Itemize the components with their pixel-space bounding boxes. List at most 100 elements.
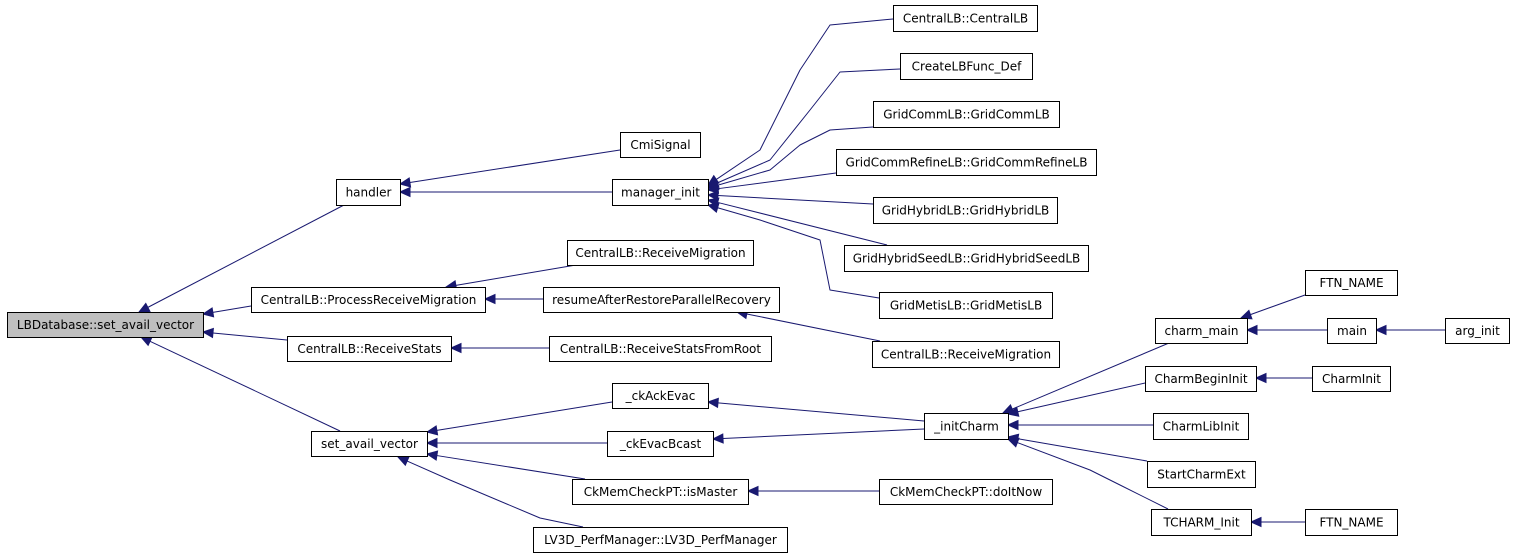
node-box[interactable] <box>836 149 1097 176</box>
node-box[interactable] <box>1145 366 1257 392</box>
node-tcharm-init[interactable]: TCHARM_Init <box>1151 509 1252 536</box>
arrowhead-icon <box>425 425 439 436</box>
node-box[interactable] <box>311 431 428 457</box>
node-box[interactable] <box>612 179 709 206</box>
edge-line <box>717 126 874 186</box>
node-handler[interactable]: handler <box>336 179 401 206</box>
arrowhead-icon <box>425 437 438 449</box>
node-box[interactable] <box>893 5 1038 32</box>
edge-ckackevac-to-set-avail-vector <box>425 401 613 436</box>
node-label: FTN_NAME <box>1319 516 1383 530</box>
edge-centrallb-processreceivemigration-to-lbdatabase-set-avail-vector <box>201 305 252 318</box>
node-charm-main[interactable]: charm_main <box>1155 318 1248 344</box>
edge-startcharmext-to-initcharm <box>1006 433 1148 462</box>
node-charminit[interactable]: CharmInit <box>1312 366 1391 392</box>
arrowhead-icon <box>201 327 214 339</box>
edge-tcharm-init-to-initcharm <box>1006 437 1169 510</box>
arrowhead-icon <box>398 177 412 188</box>
node-box[interactable] <box>533 527 788 553</box>
node-box[interactable] <box>7 312 204 338</box>
node-box[interactable] <box>879 292 1053 319</box>
node-box[interactable] <box>873 197 1058 224</box>
node-label: CentralLB::ReceiveStatsFromRoot <box>560 342 762 356</box>
node-label: charm_main <box>1165 324 1239 338</box>
node-box[interactable] <box>1312 366 1391 392</box>
node-box[interactable] <box>567 240 754 266</box>
edge-initcharm-to-ckackevac <box>706 397 925 422</box>
node-box[interactable] <box>1327 318 1377 344</box>
edge-line <box>212 332 288 341</box>
edge-line <box>436 401 613 431</box>
node-centrallb-receivemigration[interactable]: CentralLB::ReceiveMigration <box>567 240 754 266</box>
node-box[interactable] <box>1305 270 1398 296</box>
node-manager-init[interactable]: manager_init <box>612 179 709 206</box>
node-ckackevac[interactable]: _ckAckEvac <box>612 383 709 409</box>
node-label: GridCommLB::GridCommLB <box>883 108 1050 122</box>
node-box[interactable] <box>1445 318 1510 344</box>
arrowhead-icon <box>1249 516 1262 528</box>
node-box[interactable] <box>336 179 401 206</box>
edge-line <box>717 201 888 246</box>
node-box[interactable] <box>1305 509 1398 536</box>
node-box[interactable] <box>873 101 1060 128</box>
node-lv3d-perfmanager-lv3d-perfmanager[interactable]: LV3D_PerfManager::LV3D_PerfManager <box>533 527 788 553</box>
node-main[interactable]: main <box>1327 318 1377 344</box>
node-box[interactable] <box>607 431 714 457</box>
edge-cmisignal-to-handler <box>398 149 621 188</box>
arrowhead-icon <box>137 302 151 313</box>
arrowhead-icon <box>1374 324 1387 336</box>
node-gridhybridlb-gridhybridlb[interactable]: GridHybridLB::GridHybridLB <box>873 197 1058 224</box>
node-ftn-name[interactable]: FTN_NAME <box>1305 509 1398 536</box>
node-label: CharmBeginInit <box>1154 372 1247 386</box>
node-box[interactable] <box>900 53 1033 80</box>
node-centrallb-centrallb[interactable]: CentralLB::CentralLB <box>893 5 1038 32</box>
node-centrallb-receivestatsfromroot[interactable]: CentralLB::ReceiveStatsFromRoot <box>549 336 772 362</box>
node-initcharm[interactable]: _initCharm <box>924 413 1009 440</box>
node-arg-init[interactable]: arg_init <box>1445 318 1510 344</box>
node-box[interactable] <box>1147 461 1256 488</box>
node-gridhybridseedlb-gridhybridseedlb[interactable]: GridHybridSeedLB::GridHybridSeedLB <box>844 245 1089 272</box>
edge-line <box>717 195 874 205</box>
node-cmisignal[interactable]: CmiSignal <box>620 132 701 158</box>
node-ckmemcheckpt-ismaster[interactable]: CkMemCheckPT::isMaster <box>572 479 749 505</box>
node-box[interactable] <box>572 479 749 505</box>
node-charmlibinit[interactable]: CharmLibInit <box>1153 413 1249 440</box>
node-box[interactable] <box>879 479 1053 505</box>
node-ckmemcheckpt-doitnow[interactable]: CkMemCheckPT::doItNow <box>879 479 1053 505</box>
node-createlbfunc-def[interactable]: CreateLBFunc_Def <box>900 53 1033 80</box>
edge-gridhybridseedlb-gridhybridseedlb-to-manager-init <box>706 197 888 246</box>
node-gridcommlb-gridcommlb[interactable]: GridCommLB::GridCommLB <box>873 101 1060 128</box>
node-set-avail-vector[interactable]: set_avail_vector <box>311 431 428 457</box>
node-charmbegininit[interactable]: CharmBeginInit <box>1145 366 1257 392</box>
node-box[interactable] <box>844 245 1089 272</box>
node-box[interactable] <box>1155 318 1248 344</box>
node-box[interactable] <box>251 287 486 313</box>
edge-line <box>716 68 901 184</box>
node-gridmetislb-gridmetislb[interactable]: GridMetisLB::GridMetisLB <box>879 292 1053 319</box>
node-ftn-name[interactable]: FTN_NAME <box>1305 270 1398 296</box>
node-label: CmiSignal <box>630 138 690 152</box>
node-label: CharmLibInit <box>1163 420 1240 434</box>
node-label: CharmInit <box>1322 372 1381 386</box>
node-box[interactable] <box>612 383 709 409</box>
node-box[interactable] <box>1153 413 1249 440</box>
edge-line <box>746 313 881 342</box>
node-box[interactable] <box>287 336 452 362</box>
node-startcharmext[interactable]: StartCharmExt <box>1147 461 1256 488</box>
node-centrallb-receivestats[interactable]: CentralLB::ReceiveStats <box>287 336 452 362</box>
node-box[interactable] <box>620 132 701 158</box>
node-box[interactable] <box>549 336 772 362</box>
node-gridcommrefinelb-gridcommrefinelb[interactable]: GridCommRefineLB::GridCommRefineLB <box>836 149 1097 176</box>
node-box[interactable] <box>543 287 780 313</box>
node-ckevacbcast[interactable]: _ckEvacBcast <box>607 431 714 457</box>
node-centrallb-receivemigration[interactable]: CentralLB::ReceiveMigration <box>872 341 1060 368</box>
edges-layer <box>137 18 1445 528</box>
edge-line <box>147 204 345 308</box>
node-centrallb-processreceivemigration[interactable]: CentralLB::ProcessReceiveMigration <box>251 287 486 313</box>
node-box[interactable] <box>872 341 1060 368</box>
node-lbdatabase-set-avail-vector[interactable]: LBDatabase::set_avail_vector <box>7 312 204 338</box>
node-resumeafterrestoreparallelrecovery[interactable]: resumeAfterRestoreParallelRecovery <box>543 287 780 313</box>
edge-line <box>1017 442 1169 510</box>
node-box[interactable] <box>1151 509 1252 536</box>
node-box[interactable] <box>924 413 1009 440</box>
